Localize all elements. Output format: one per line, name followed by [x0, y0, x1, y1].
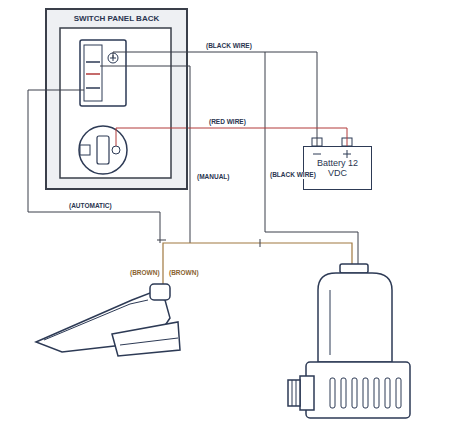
splice-mark — [260, 239, 261, 247]
switch-contact — [86, 87, 100, 89]
black-wire — [188, 52, 317, 146]
strainer-slot — [385, 378, 390, 408]
pump-motor — [318, 273, 392, 362]
panel-fill — [46, 9, 187, 189]
manual-wire — [100, 66, 190, 243]
strainer-slot — [352, 378, 357, 408]
plus-sign — [347, 150, 348, 158]
wire-label: (AUTOMATIC) — [68, 203, 113, 210]
battery-label: Battery 12 VDC — [315, 158, 361, 179]
battery: Battery 12 VDC — [303, 146, 372, 190]
pump-cap — [340, 264, 368, 273]
nozzle-ring — [296, 380, 297, 406]
strainer-slot — [341, 378, 346, 408]
wire-label: (BROWN) — [168, 270, 200, 277]
red-wire — [188, 128, 347, 146]
switch-contact — [86, 73, 100, 75]
fuse-holder — [79, 126, 127, 174]
nozzle-ring — [292, 380, 293, 406]
strainer-slot — [396, 378, 401, 408]
strainer-slot — [330, 378, 335, 408]
float-hinge — [150, 284, 170, 300]
fuse-tab — [80, 145, 90, 155]
switch-body — [84, 45, 102, 101]
strainer-slots — [330, 378, 401, 408]
switch-panel: SWITCH PANEL BACK — [45, 8, 188, 190]
panel-plate — [60, 28, 171, 178]
outlet-nozzle — [288, 380, 300, 406]
wire-label: (RED WIRE) — [208, 119, 247, 126]
panel-heading: SWITCH PANEL BACK — [74, 14, 159, 23]
splice-mark — [157, 240, 166, 241]
wire-label: (MANUAL) — [196, 174, 231, 181]
strainer-slot — [374, 378, 379, 408]
automatic-wire — [28, 90, 160, 243]
float-base — [112, 322, 180, 356]
pump-base — [306, 362, 410, 418]
black-wire — [113, 52, 188, 58]
float-base-edge — [120, 338, 178, 345]
pump-outlet — [300, 376, 314, 410]
minus-sign — [313, 154, 321, 155]
pump-seam — [330, 290, 331, 355]
red-wire — [116, 128, 188, 146]
switch-contact — [86, 61, 100, 63]
rocker-switch — [80, 40, 126, 106]
strainer-slot — [363, 378, 368, 408]
wire-label: (BLACK WIRE) — [205, 43, 253, 50]
fuse-terminal — [112, 146, 120, 154]
wire-label: (BLACK WIRE) — [269, 172, 317, 179]
fuse — [97, 136, 109, 164]
wire-label: (BROWN) — [129, 270, 161, 277]
